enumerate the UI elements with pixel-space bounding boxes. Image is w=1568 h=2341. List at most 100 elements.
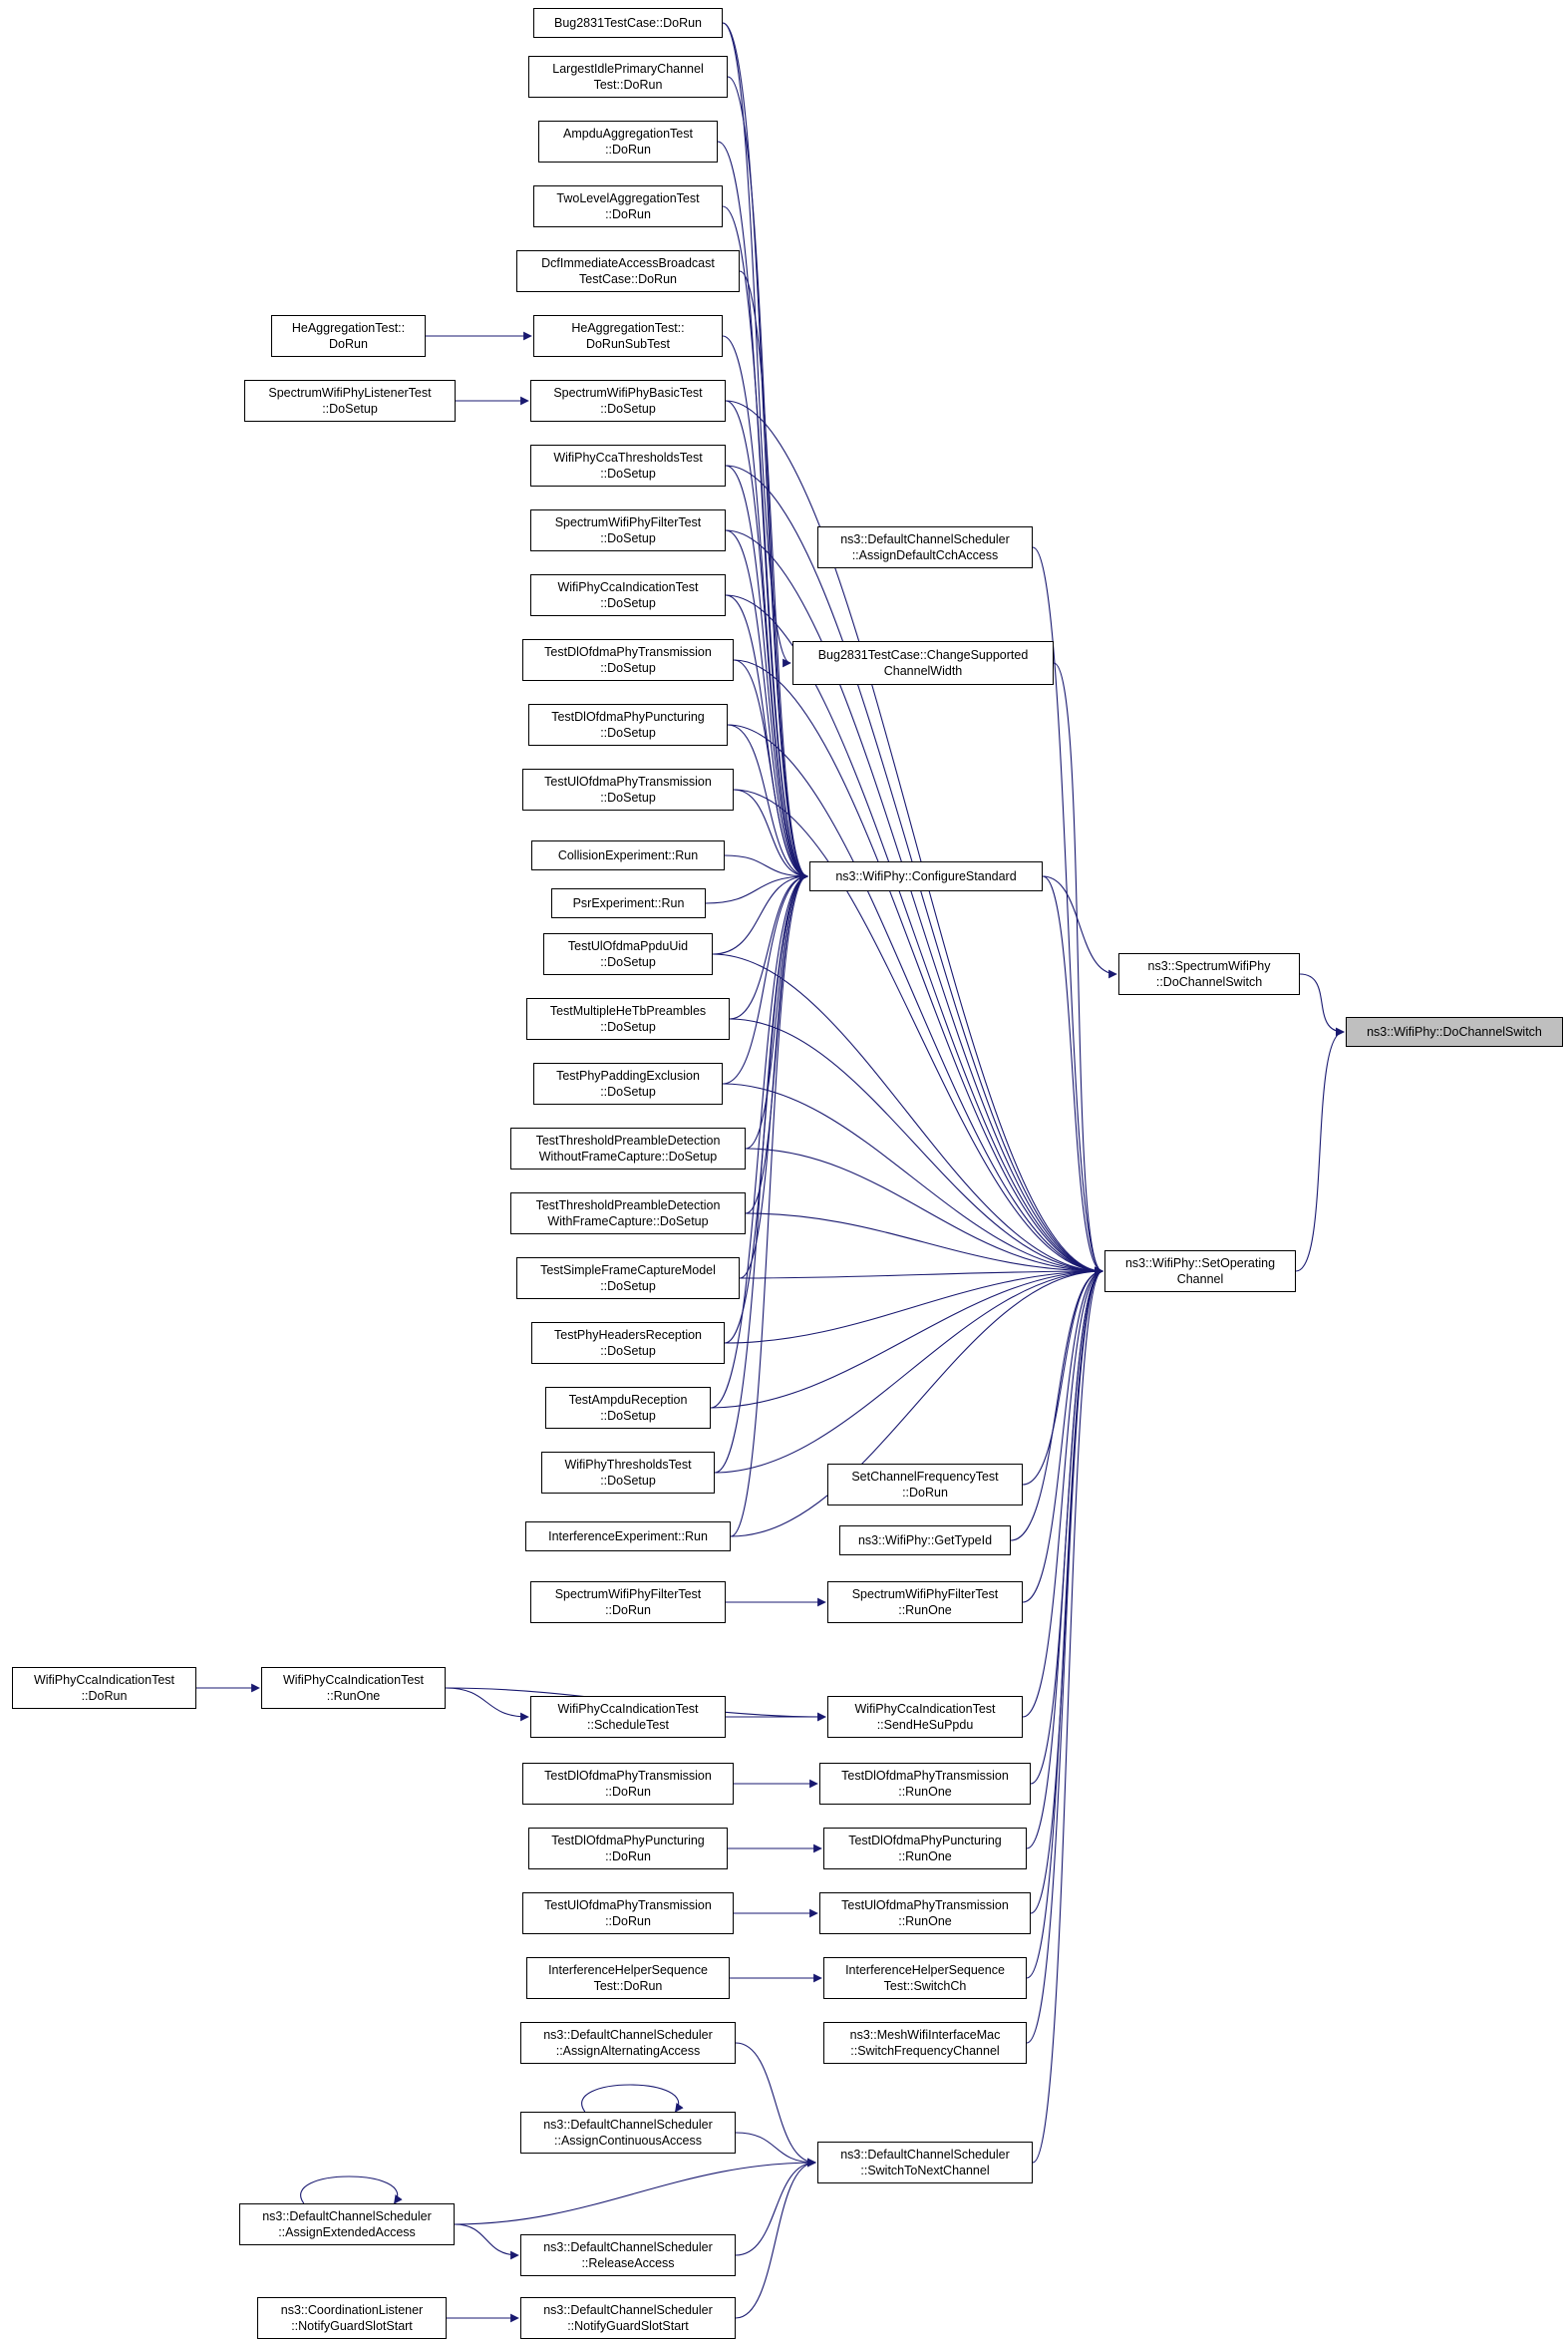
edge-mesh_switchfreq-set_operating	[1026, 1266, 1103, 2044]
node-cca_scheduletest[interactable]: WifiPhyCcaIndicationTest ::ScheduleTest	[530, 1696, 726, 1738]
node-spectrum_dochannelswitch[interactable]: ns3::SpectrumWifiPhy ::DoChannelSwitch	[1118, 953, 1300, 995]
edge-assign_continuous-assign_continuous	[581, 2084, 684, 2113]
edge-send_hesuppdu-set_operating	[1022, 1266, 1103, 1718]
node-filter_dorun[interactable]: SpectrumWifiPhyFilterTest ::DoRun	[530, 1581, 726, 1623]
edge-padding_exclusion-set_operating	[722, 1083, 1103, 1276]
edge-bug2831_dorun-change_width	[722, 22, 791, 668]
node-dl_punct_dorun[interactable]: TestDlOfdmaPhyPuncturing ::DoRun	[528, 1828, 728, 1869]
node-cca_dorun[interactable]: WifiPhyCcaIndicationTest ::DoRun	[12, 1667, 196, 1709]
node-dl_trans_dosetup[interactable]: TestDlOfdmaPhyTransmission ::DoSetup	[522, 639, 734, 681]
node-notify_guard_dcs[interactable]: ns3::DefaultChannelScheduler ::NotifyGua…	[520, 2297, 736, 2339]
node-set_operating[interactable]: ns3::WifiPhy::SetOperating Channel	[1104, 1250, 1296, 1292]
node-collision_run[interactable]: CollisionExperiment::Run	[531, 840, 725, 870]
edge-largest_idle-configure_standard	[727, 76, 808, 881]
node-coord_notify[interactable]: ns3::CoordinationListener ::NotifyGuardS…	[257, 2297, 447, 2339]
node-ul_trans_dosetup[interactable]: TestUlOfdmaPhyTransmission ::DoSetup	[522, 769, 734, 811]
node-he_dorun[interactable]: HeAggregationTest:: DoRun	[271, 315, 426, 357]
edge-simple_fcm-set_operating	[739, 1266, 1103, 1279]
node-cca_indication_dosetup[interactable]: WifiPhyCcaIndicationTest ::DoSetup	[530, 574, 726, 616]
node-do_channel_switch: ns3::WifiPhy::DoChannelSwitch	[1346, 1017, 1563, 1047]
node-ul_trans_runone[interactable]: TestUlOfdmaPhyTransmission ::RunOne	[819, 1892, 1031, 1934]
edge-cca_indication_dosetup-set_operating	[725, 594, 1103, 1276]
edge-thresh_wo_fc-set_operating	[745, 1148, 1103, 1276]
node-dl_punct_dosetup[interactable]: TestDlOfdmaPhyPuncturing ::DoSetup	[528, 704, 728, 746]
node-padding_exclusion[interactable]: TestPhyPaddingExclusion ::DoSetup	[533, 1063, 723, 1105]
edge-configure_standard-set_operating	[1042, 875, 1103, 1276]
edge-switch_to_next-set_operating	[1032, 1266, 1103, 2164]
edge-assign_extended-switch_to_next	[454, 2158, 816, 2225]
edge-thresh_wo_fc-configure_standard	[745, 871, 808, 1150]
node-multiple_hetb[interactable]: TestMultipleHeTbPreambles ::DoSetup	[526, 998, 730, 1040]
edge-change_width-set_operating	[1053, 662, 1103, 1276]
edge-spectrum_dochannelswitch-do_channel_switch	[1299, 973, 1345, 1037]
node-thresholds_dosetup[interactable]: WifiPhyThresholdsTest ::DoSetup	[541, 1452, 715, 1494]
node-change_width[interactable]: Bug2831TestCase::ChangeSupported Channel…	[792, 641, 1054, 685]
edge-assign_alternating-switch_to_next	[735, 2042, 816, 2168]
node-gettypeid[interactable]: ns3::WifiPhy::GetTypeId	[839, 1525, 1011, 1555]
edge-simple_fcm-configure_standard	[739, 871, 808, 1279]
edge-ul_trans_runone-set_operating	[1030, 1266, 1103, 1914]
edge-gettypeid-set_operating	[1010, 1266, 1103, 1541]
edge-multiple_hetb-set_operating	[729, 1018, 1103, 1276]
node-phy_headers[interactable]: TestPhyHeadersReception ::DoSetup	[531, 1322, 725, 1364]
node-interference_run[interactable]: InterferenceExperiment::Run	[525, 1521, 731, 1551]
edge-dl_trans_dosetup-set_operating	[733, 659, 1103, 1276]
edge-setchfreq_dorun-set_operating	[1022, 1266, 1103, 1486]
edge-cca_indication_dosetup-configure_standard	[725, 594, 808, 881]
node-largest_idle[interactable]: LargestIdlePrimaryChannel Test::DoRun	[528, 56, 728, 98]
node-release_access[interactable]: ns3::DefaultChannelScheduler ::ReleaseAc…	[520, 2234, 736, 2276]
node-bug2831_dorun[interactable]: Bug2831TestCase::DoRun	[533, 8, 723, 38]
edge-set_operating-do_channel_switch	[1295, 1027, 1345, 1272]
node-ampdu_agg[interactable]: AmpduAggregationTest ::DoRun	[538, 121, 718, 163]
node-assign_continuous[interactable]: ns3::DefaultChannelScheduler ::AssignCon…	[520, 2112, 736, 2154]
node-listener_dosetup[interactable]: SpectrumWifiPhyListenerTest ::DoSetup	[244, 380, 456, 422]
node-assign_alternating[interactable]: ns3::DefaultChannelScheduler ::AssignAlt…	[520, 2022, 736, 2064]
edge-ampdu_reception-set_operating	[710, 1266, 1103, 1409]
node-dl_trans_runone[interactable]: TestDlOfdmaPhyTransmission ::RunOne	[819, 1763, 1031, 1805]
edge-dcf_immediate-configure_standard	[739, 270, 808, 881]
node-switchch[interactable]: InterferenceHelperSequence Test::SwitchC…	[823, 1957, 1027, 1999]
node-send_hesuppdu[interactable]: WifiPhyCcaIndicationTest ::SendHeSuPpdu	[827, 1696, 1023, 1738]
node-filter_runone[interactable]: SpectrumWifiPhyFilterTest ::RunOne	[827, 1581, 1023, 1623]
node-cca_runone[interactable]: WifiPhyCcaIndicationTest ::RunOne	[261, 1667, 446, 1709]
node-he_dorunsubtest[interactable]: HeAggregationTest:: DoRunSubTest	[533, 315, 723, 357]
node-cca_thresholds_dosetup[interactable]: WifiPhyCcaThresholdsTest ::DoSetup	[530, 445, 726, 487]
node-simple_fcm[interactable]: TestSimpleFrameCaptureModel ::DoSetup	[516, 1257, 740, 1299]
edge-assign_extended-assign_extended	[300, 2175, 403, 2204]
edge-dl_trans_dosetup-configure_standard	[733, 659, 808, 881]
node-ul_trans_dorun[interactable]: TestUlOfdmaPhyTransmission ::DoRun	[522, 1892, 734, 1934]
node-assign_default_cch[interactable]: ns3::DefaultChannelScheduler ::AssignDef…	[817, 526, 1033, 568]
node-twolevel[interactable]: TwoLevelAggregationTest ::DoRun	[533, 185, 723, 227]
edge-spectrum_basic_dosetup-configure_standard	[725, 400, 808, 881]
node-ampdu_reception[interactable]: TestAmpduReception ::DoSetup	[545, 1387, 711, 1429]
edge-multiple_hetb-configure_standard	[729, 871, 808, 1020]
node-dl_punct_runone[interactable]: TestDlOfdmaPhyPuncturing ::RunOne	[823, 1828, 1027, 1869]
node-ppduuid_dosetup[interactable]: TestUlOfdmaPpduUid ::DoSetup	[543, 933, 713, 975]
node-thresh_w_fc[interactable]: TestThresholdPreambleDetection WithFrame…	[510, 1192, 746, 1234]
node-dl_trans_dorun[interactable]: TestDlOfdmaPhyTransmission ::DoRun	[522, 1763, 734, 1805]
node-psr_run[interactable]: PsrExperiment::Run	[551, 888, 706, 918]
edge-bug2831_dorun-configure_standard	[722, 22, 808, 881]
edge-assign_continuous-switch_to_next	[735, 2132, 816, 2168]
edge-switchch-set_operating	[1026, 1266, 1103, 1979]
node-configure_standard[interactable]: ns3::WifiPhy::ConfigureStandard	[809, 861, 1043, 891]
node-dcf_immediate[interactable]: DcfImmediateAccessBroadcast TestCase::Do…	[516, 250, 740, 292]
edge-ul_trans_dosetup-configure_standard	[733, 789, 808, 881]
edge-assign_extended-release_access	[454, 2223, 519, 2260]
edge-dl_punct_dosetup-configure_standard	[727, 724, 808, 881]
edge-phy_headers-set_operating	[724, 1266, 1103, 1344]
node-spectrum_basic_dosetup[interactable]: SpectrumWifiPhyBasicTest ::DoSetup	[530, 380, 726, 422]
edge-release_access-switch_to_next	[735, 2158, 816, 2256]
node-assign_extended[interactable]: ns3::DefaultChannelScheduler ::AssignExt…	[239, 2203, 455, 2245]
edge-thresh_w_fc-set_operating	[745, 1212, 1103, 1276]
edge-dl_punct_runone-set_operating	[1026, 1266, 1103, 1849]
node-thresh_wo_fc[interactable]: TestThresholdPreambleDetection WithoutFr…	[510, 1128, 746, 1170]
node-filter_dosetup[interactable]: SpectrumWifiPhyFilterTest ::DoSetup	[530, 509, 726, 551]
node-ihs_dorun[interactable]: InterferenceHelperSequence Test::DoRun	[526, 1957, 730, 1999]
node-setchfreq_dorun[interactable]: SetChannelFrequencyTest ::DoRun	[827, 1464, 1023, 1505]
edge-collision_run-configure_standard	[724, 854, 808, 881]
node-mesh_switchfreq[interactable]: ns3::MeshWifiInterfaceMac ::SwitchFreque…	[823, 2022, 1027, 2064]
node-switch_to_next[interactable]: ns3::DefaultChannelScheduler ::SwitchToN…	[817, 2142, 1033, 2183]
